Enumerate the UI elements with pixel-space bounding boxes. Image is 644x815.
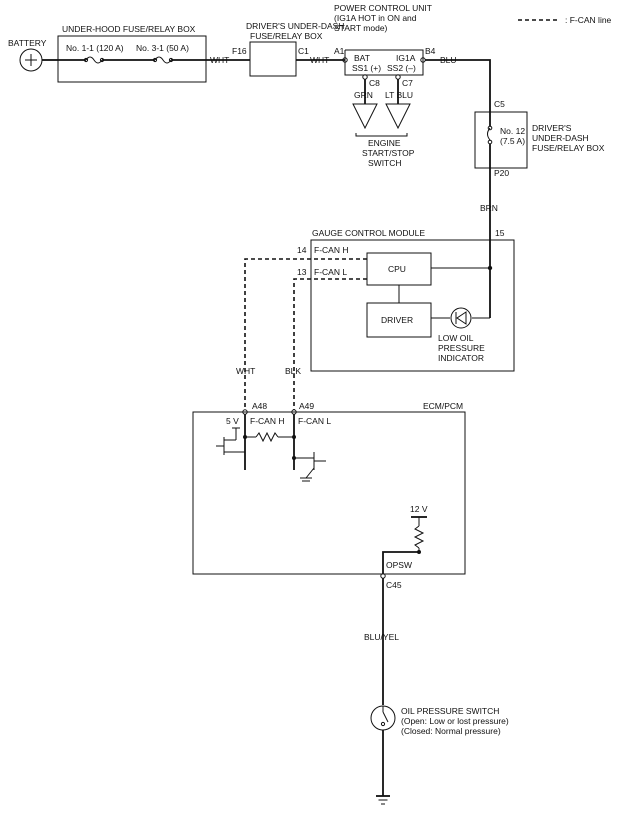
underdash-right-title-3: FUSE/RELAY BOX — [532, 143, 605, 153]
gcm-title: GAUGE CONTROL MODULE — [312, 228, 425, 238]
fcan-lines: WHT BLK — [236, 258, 367, 410]
fuse-3-1-icon — [154, 56, 172, 64]
indicator-label-1: LOW OIL — [438, 333, 474, 343]
underhood-box-title: UNDER-HOOD FUSE/RELAY BOX — [62, 24, 196, 34]
gauge-control-module: GAUGE CONTROL MODULE 15 14 F-CAN H 13 F-… — [297, 228, 515, 372]
wire-label-wht-1: WHT — [210, 55, 229, 65]
wire-label-blk-can: BLK — [285, 366, 301, 376]
pin-c1: C1 — [298, 46, 309, 56]
ecm-title: ECM/PCM — [423, 401, 463, 411]
wire-label-brn: BRN — [480, 203, 498, 213]
pullup-resistor-icon — [413, 525, 425, 549]
fuse-no-12-icon — [487, 127, 491, 141]
pcu-title-3: START mode) — [334, 23, 388, 33]
pin-f16: F16 — [232, 46, 247, 56]
oil-switch-label-2: (Open: Low or lost pressure) — [401, 716, 509, 726]
pcu-bat: BAT — [354, 53, 370, 63]
battery-label: BATTERY — [8, 38, 47, 48]
oil-switch-label-1: OIL PRESSURE SWITCH — [401, 706, 499, 716]
indicator-label-3: INDICATOR — [438, 353, 484, 363]
engine-start-stop-switch: GRN LT BLU ENGINE START/STOP SWITCH — [352, 79, 415, 168]
pin-c7: C7 — [402, 78, 413, 88]
legend-fcan-line: : F-CAN line — [565, 15, 612, 25]
wire-label-blu-yel: BLU/YEL — [364, 632, 399, 642]
fuse-1-1-label: No. 1-1 (120 A) — [66, 43, 124, 53]
pin-p20: P20 — [494, 168, 509, 178]
pin-a49: A49 — [299, 401, 314, 411]
ground-icon — [376, 795, 390, 805]
ecm-fcan-l: F-CAN L — [298, 416, 331, 426]
switch-label-2: START/STOP — [362, 148, 415, 158]
oil-switch-label-3: (Closed: Normal pressure) — [401, 726, 501, 736]
pcu-ss2: SS2 (–) — [387, 63, 416, 73]
wire-label-wht-2: WHT — [310, 55, 329, 65]
pin-c5: C5 — [494, 99, 505, 109]
low-oil-pressure-led-icon — [450, 307, 472, 329]
power-control-unit: POWER CONTROL UNIT (IG1A HOT in ON and S… — [334, 3, 436, 88]
fuse-1-1-icon — [85, 56, 103, 64]
ecm-fcan-h: F-CAN H — [250, 416, 284, 426]
legend: : F-CAN line — [518, 15, 612, 25]
switch-label-3: SWITCH — [368, 158, 402, 168]
wire-label-lt-blu: LT BLU — [385, 90, 413, 100]
pin-c8: C8 — [369, 78, 380, 88]
underdash-right-title-2: UNDER-DASH — [532, 133, 589, 143]
pin-c45: C45 — [386, 580, 402, 590]
underhood-fuse-relay-box: UNDER-HOOD FUSE/RELAY BOX No. 1-1 (120 A… — [57, 24, 207, 83]
ecm-pcm: ECM/PCM A48 A49 F-CAN H F-CAN L 5 V 12 V — [192, 401, 466, 590]
ecm-12v: 12 V — [410, 504, 428, 514]
switch-terminal-ltblu-icon — [385, 103, 411, 130]
underdash-top-title-2: FUSE/RELAY BOX — [250, 31, 323, 41]
pin-a48: A48 — [252, 401, 267, 411]
oil-pressure-switch: OIL PRESSURE SWITCH (Open: Low or lost p… — [370, 705, 509, 796]
driver-underdash-box-top: DRIVER'S UNDER-DASH FUSE/RELAY BOX F16 C… — [232, 21, 345, 77]
ecm-opsw: OPSW — [386, 560, 412, 570]
underdash-top-title-1: DRIVER'S UNDER-DASH — [246, 21, 344, 31]
pcu-ig1a: IG1A — [396, 53, 416, 63]
pcu-ss1: SS1 (+) — [352, 63, 381, 73]
fuse-no-12-2: (7.5 A) — [500, 136, 525, 146]
battery: BATTERY — [8, 38, 58, 72]
pcu-title-2: (IG1A HOT in ON and — [334, 13, 417, 23]
gcm-fcan-h: F-CAN H — [314, 245, 348, 255]
cpu-label: CPU — [388, 264, 406, 274]
switch-label-1: ENGINE — [368, 138, 401, 148]
fuse-3-1-label: No. 3-1 (50 A) — [136, 43, 189, 53]
gcm-fcan-l: F-CAN L — [314, 267, 347, 277]
wire-label-wht-can: WHT — [236, 366, 255, 376]
underdash-right-title-1: DRIVER'S — [532, 123, 572, 133]
wire-label-blu: BLU — [440, 55, 457, 65]
ecm-5v: 5 V — [226, 416, 239, 426]
driver-label: DRIVER — [381, 315, 413, 325]
fuse-no-12-1: No. 12 — [500, 126, 525, 136]
switch-terminal-grn-icon — [352, 103, 378, 130]
pin-14: 14 — [297, 245, 307, 255]
pcu-title-1: POWER CONTROL UNIT — [334, 3, 432, 13]
pin-13: 13 — [297, 267, 307, 277]
termination-resistor-icon — [255, 431, 279, 443]
wire-label-grn: GRN — [354, 90, 373, 100]
indicator-label-2: PRESSURE — [438, 343, 485, 353]
driver-underdash-fuse-box-right: C5 No. 12 (7.5 A) DRIVER'S UNDER-DASH FU… — [474, 99, 605, 178]
pin-15: 15 — [495, 228, 505, 238]
pin-b4: B4 — [425, 46, 436, 56]
pin-a1: A1 — [334, 46, 345, 56]
